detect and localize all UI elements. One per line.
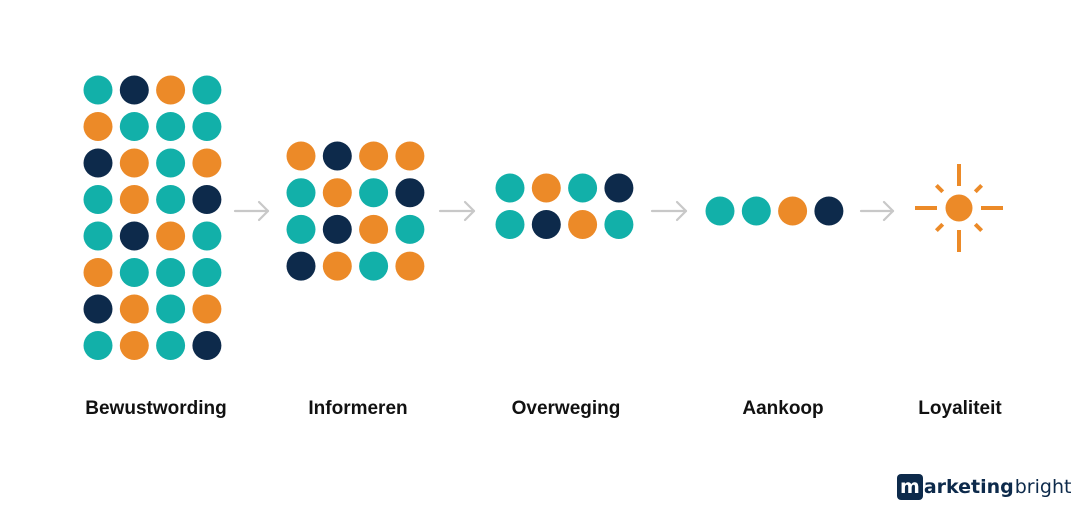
dot [286,178,316,208]
dot [359,214,389,244]
stage-label-loyaliteit: Loyaliteit [918,398,1002,419]
dot [83,331,113,360]
dot [156,221,186,251]
arrow-icon [859,200,895,222]
dot [395,178,425,208]
dot [531,173,561,203]
dot [359,141,389,171]
dot [119,258,149,287]
dot [322,214,352,244]
dot [359,178,389,208]
dot [156,258,186,287]
dot [156,331,186,360]
dot [495,173,525,203]
dot [741,196,771,226]
dot [83,294,113,324]
dot [83,258,113,287]
dot [322,178,352,208]
dot [83,221,113,251]
dot [395,214,425,244]
dot [119,331,149,360]
dot [495,210,525,239]
dot [359,251,389,281]
dot [814,196,844,226]
dot [156,148,186,178]
dot [156,75,186,105]
dot-grid-informeren [286,141,425,281]
dot [192,294,222,324]
dot [286,214,316,244]
stage-label-informeren: Informeren [308,398,408,419]
arrow-icon [233,200,270,222]
dot [119,221,149,251]
dot [119,148,149,178]
dot [778,196,808,226]
stage-label-aankoop: Aankoop [742,398,824,419]
stage-label-overweging: Overweging [511,398,621,419]
dot [192,221,222,251]
dot [192,331,222,360]
dot [604,210,634,239]
dot [83,112,113,141]
dot [119,112,149,141]
dot [156,112,186,141]
dot-grid-bewustwording [83,75,222,360]
dot [568,173,598,203]
logo-badge: m [897,474,923,500]
dot [119,185,149,214]
dot [604,173,634,203]
logo-word-marketing: arketing [923,476,1014,498]
dot-grid-aankoop [705,196,844,226]
dot [322,251,352,281]
dot [568,210,598,239]
dot [395,141,425,171]
dot [395,251,425,281]
dot [192,148,222,178]
dot [286,141,316,171]
dot [156,294,186,324]
dot [156,185,186,214]
dot [192,258,222,287]
stage-label-bewustwording: Bewustwording [85,398,227,419]
dot [83,185,113,214]
brand-logo: m arketing bright [897,474,1071,500]
dot [192,185,222,214]
arrow-icon [438,200,476,222]
dot [83,148,113,178]
dot-grid-overweging [495,173,634,239]
dot [192,112,222,141]
dot [119,75,149,105]
arrow-icon [650,200,688,222]
dot [119,294,149,324]
logo-word-bright: bright [1014,476,1072,498]
dot [192,75,222,105]
dot [83,75,113,105]
dot [705,196,735,226]
dot [322,141,352,171]
dot [286,251,316,281]
dot [531,210,561,239]
sun-icon [915,164,1003,252]
